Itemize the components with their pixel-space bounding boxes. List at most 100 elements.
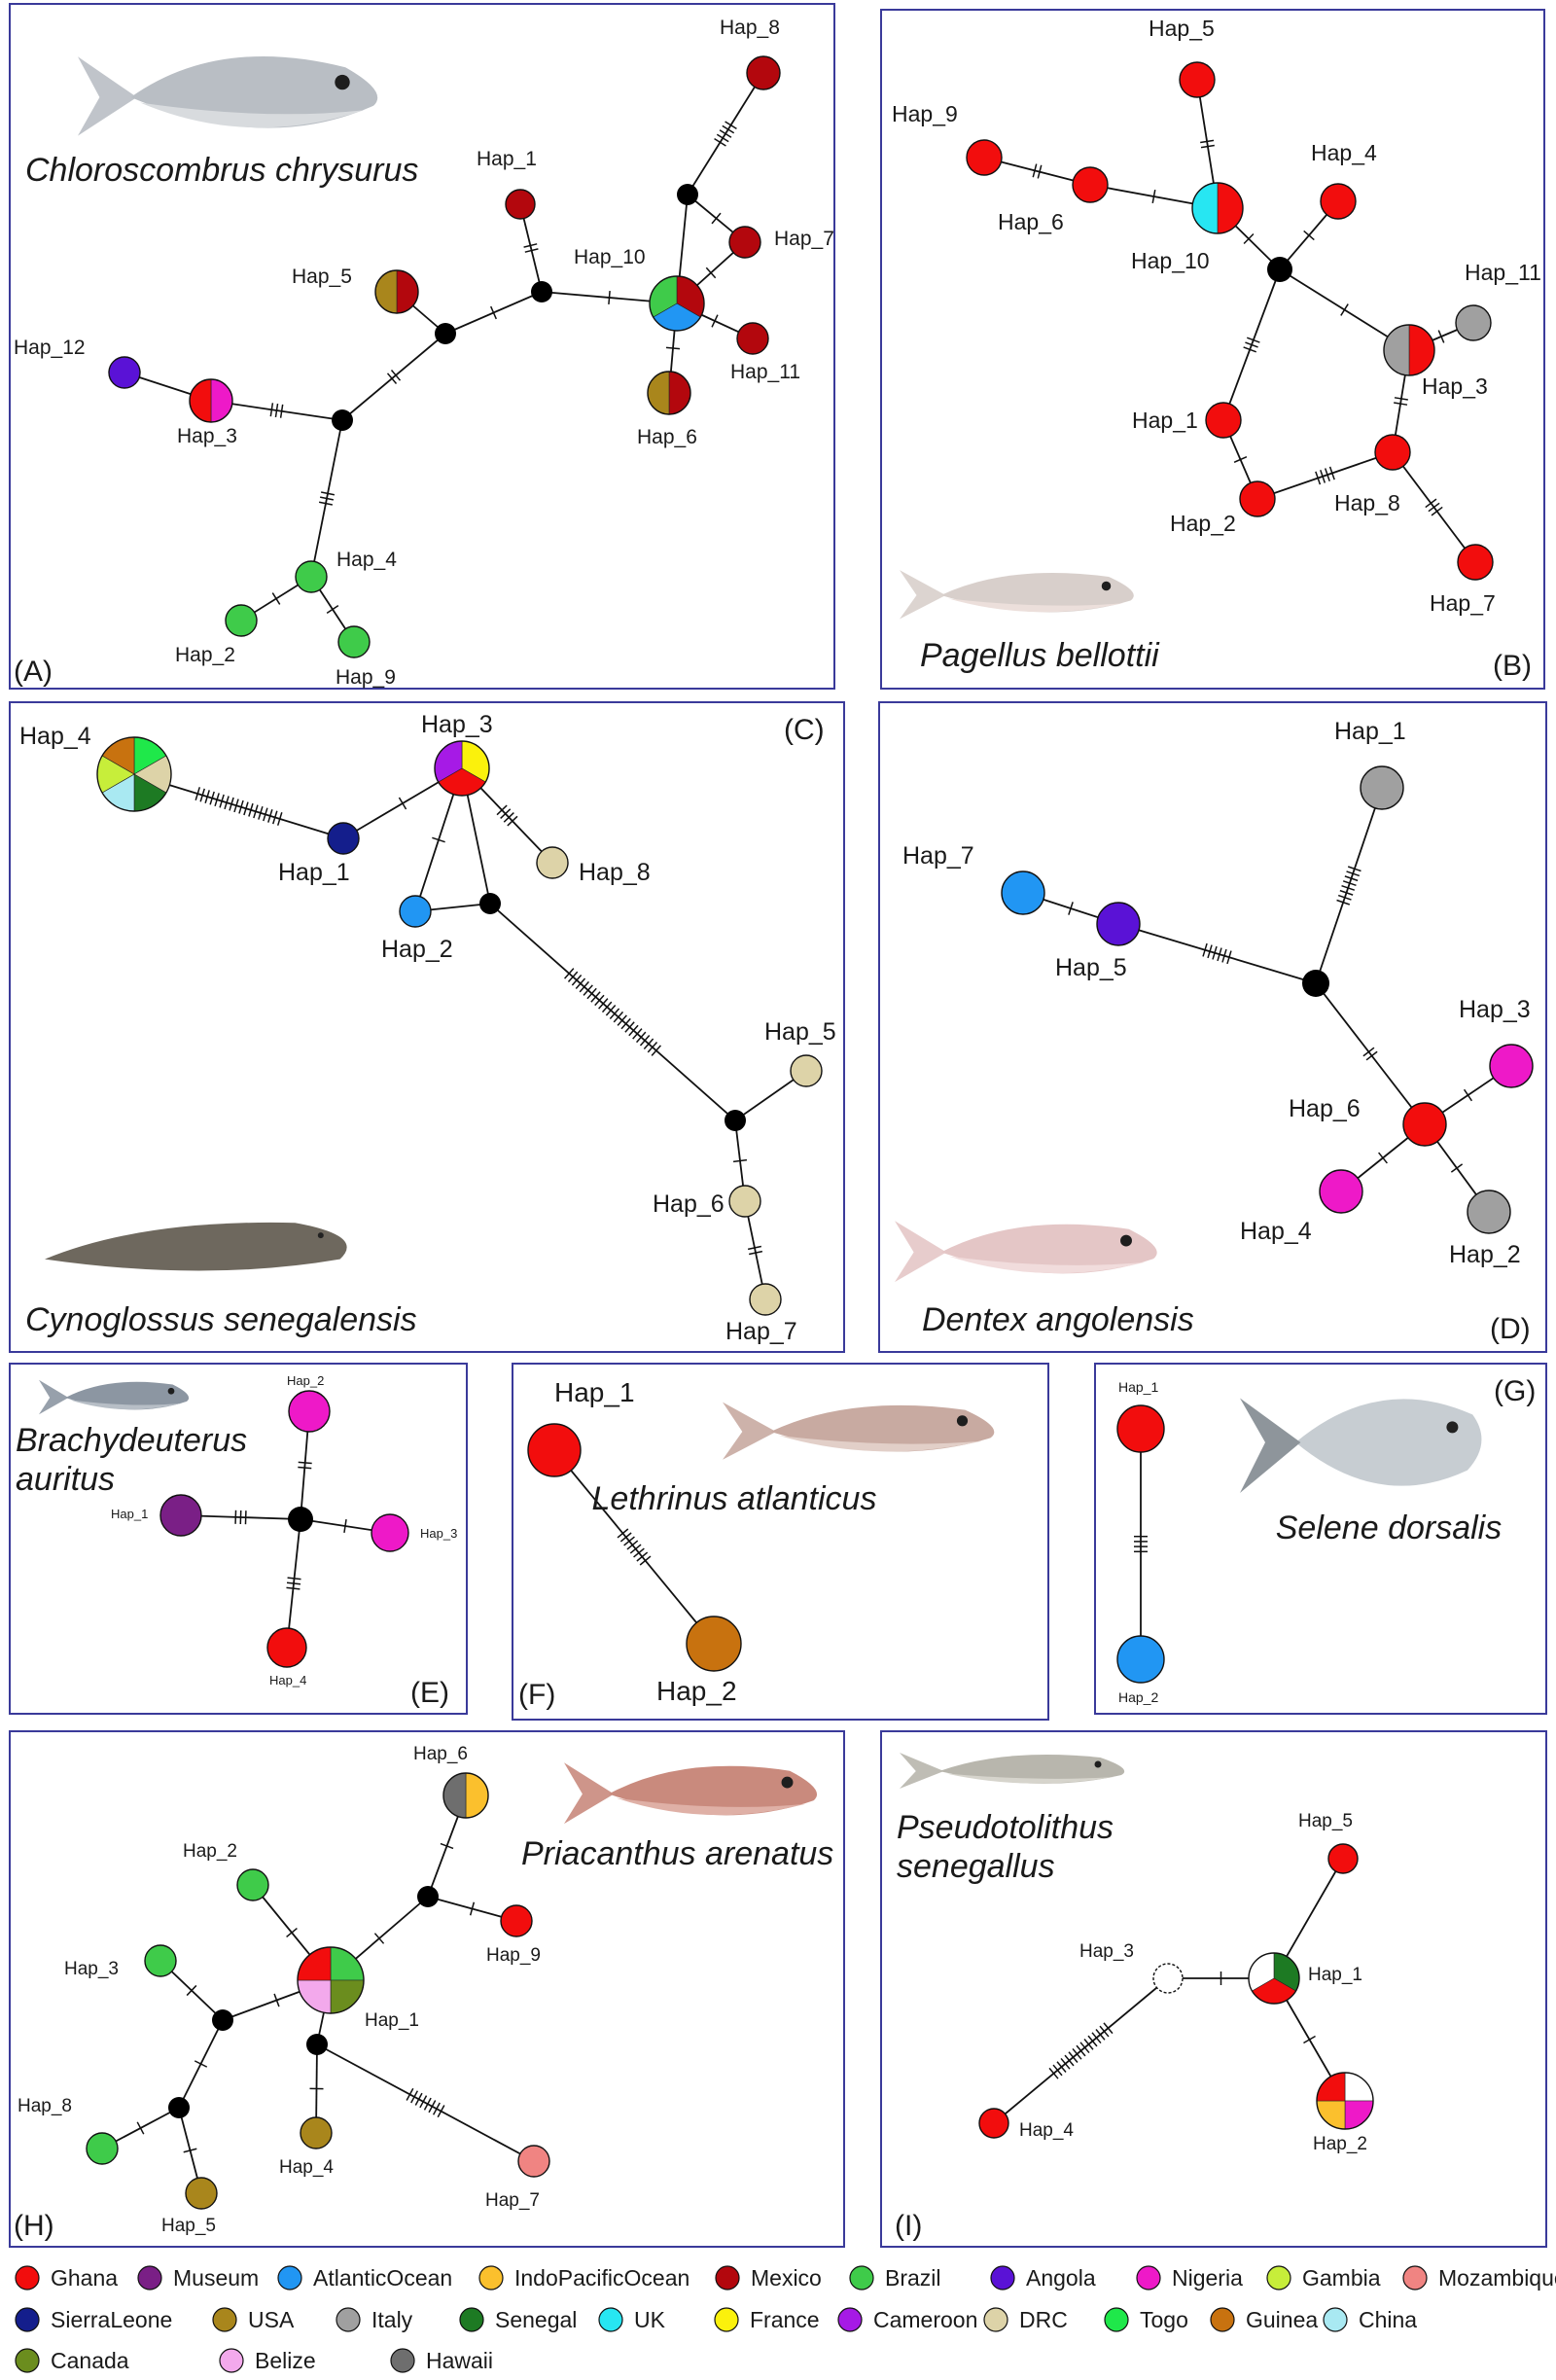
mutation-tick xyxy=(1233,456,1248,463)
mutation-tick xyxy=(287,1577,301,1581)
haplotype-node xyxy=(1248,1952,1300,2005)
haplotype-node xyxy=(86,2132,119,2165)
mutation-tick xyxy=(1337,894,1352,901)
mutation-tick xyxy=(419,2095,428,2109)
mutation-tick xyxy=(629,1544,642,1554)
haplotype-node xyxy=(1320,183,1357,220)
network-edge xyxy=(993,1977,1169,2124)
panel-d: Hap_1Hap_2Hap_3Hap_4Hap_5Hap_6Hap_7Dente… xyxy=(878,701,1547,1353)
median-vector-node xyxy=(1302,970,1329,997)
haplotype-label: Hap_2 xyxy=(183,1841,237,1862)
legend-swatch xyxy=(219,2348,244,2373)
haplotype-label: Hap_1 xyxy=(477,148,537,170)
mutation-tick xyxy=(432,2102,441,2115)
haplotype-node xyxy=(337,625,371,658)
mutation-tick xyxy=(719,129,732,138)
legend-item: Mozambique xyxy=(1402,2265,1556,2291)
legend-label: Cameroon xyxy=(873,2307,977,2332)
mutation-tick xyxy=(567,971,579,983)
mutation-tick xyxy=(711,212,722,225)
haplotype-label: Hap_4 xyxy=(1240,1218,1312,1245)
mutation-tick xyxy=(639,1035,651,1047)
mutation-tick xyxy=(598,998,609,1010)
network-edge xyxy=(310,419,343,578)
haplotype-label: Hap_4 xyxy=(279,2157,334,2178)
mutation-tick xyxy=(1320,469,1326,483)
mutation-tick xyxy=(590,991,601,1003)
panel-b: Hap_1Hap_2Hap_3Hap_4Hap_5Hap_6Hap_7Hap_8… xyxy=(880,9,1545,690)
haplotype-node xyxy=(1467,1190,1511,1234)
legend-label: Museum xyxy=(173,2265,259,2291)
mutation-tick xyxy=(632,1028,643,1040)
haplotype-label: Hap_1 xyxy=(1118,1379,1158,1395)
haplotype-label: Hap_1 xyxy=(1308,1965,1362,1985)
mutation-tick xyxy=(579,980,589,993)
haplotype-label: Hap_1 xyxy=(1334,718,1406,745)
mutation-tick xyxy=(1245,341,1258,348)
mutation-tick xyxy=(665,346,681,350)
haplotype-node xyxy=(1116,1404,1165,1453)
mutation-tick xyxy=(386,373,398,385)
mutation-tick xyxy=(1064,2054,1075,2067)
mutation-tick xyxy=(1202,942,1208,957)
haplotype-node xyxy=(442,1772,489,1819)
mutation-tick xyxy=(1324,468,1330,482)
legend-item: Senegal xyxy=(459,2307,577,2332)
panel-i: Hap_1Hap_2Hap_3Hap_4Hap_5Pseudotolithuss… xyxy=(880,1730,1547,2248)
median-vector-node xyxy=(435,323,456,344)
network-edge xyxy=(210,400,343,421)
species-name: Selene dorsalis xyxy=(1276,1510,1502,1546)
median-vector-node xyxy=(479,893,501,914)
mutation-tick xyxy=(1315,471,1322,485)
legend-swatch xyxy=(212,2307,237,2332)
mutation-tick xyxy=(749,1250,763,1256)
haplotype-node xyxy=(1489,1044,1534,1088)
haplotype-node xyxy=(225,604,258,637)
haplotype-node xyxy=(1455,304,1492,341)
mutation-tick xyxy=(1243,232,1255,245)
mutation-tick xyxy=(286,1581,301,1585)
mutation-tick xyxy=(747,1245,761,1251)
fish-photo-f xyxy=(723,1402,995,1460)
mutation-tick xyxy=(1099,2025,1110,2038)
mutation-tick xyxy=(1207,944,1213,959)
network-edge xyxy=(1117,923,1317,984)
haplotype-label: Hap_4 xyxy=(19,723,91,750)
mutation-tick xyxy=(440,1842,454,1850)
legend-swatch xyxy=(837,2307,863,2332)
haplotype-node xyxy=(790,1054,823,1087)
mutation-tick xyxy=(1450,1163,1464,1173)
legend-item: Angola xyxy=(990,2265,1096,2291)
species-name: Chloroscombrus chrysurus xyxy=(25,152,418,189)
network-edge xyxy=(178,2019,224,2109)
mutation-tick xyxy=(575,977,586,989)
mutation-tick xyxy=(613,1011,624,1023)
legend-label: IndoPacificOcean xyxy=(514,2265,690,2291)
haplotype-label: Hap_7 xyxy=(1430,590,1496,616)
haplotype-node xyxy=(96,736,172,812)
mutation-tick xyxy=(628,1024,639,1037)
mutation-tick xyxy=(321,491,336,496)
network-edge xyxy=(553,1449,715,1645)
haplotype-node xyxy=(686,1616,742,1672)
mutation-tick xyxy=(194,2060,208,2068)
legend-label: Canada xyxy=(51,2348,129,2373)
mutation-tick xyxy=(183,2148,197,2153)
haplotype-label: Hap_1 xyxy=(278,859,350,886)
haplotype-label: Hap_5 xyxy=(292,266,352,288)
legend-item: Gambia xyxy=(1266,2265,1381,2291)
haplotype-label: Hap_6 xyxy=(413,1744,468,1764)
mutation-tick xyxy=(1394,402,1408,406)
mutation-tick xyxy=(716,133,729,143)
median-vector-node xyxy=(288,1507,313,1532)
legend-item: Belize xyxy=(219,2348,316,2373)
mutation-tick xyxy=(390,369,402,381)
mutation-tick xyxy=(209,791,215,805)
mutation-tick xyxy=(722,124,735,134)
haplotype-label: Hap_1 xyxy=(365,2010,419,2031)
haplotype-label: Hap_11 xyxy=(730,361,800,383)
legend-label: Togo xyxy=(1140,2307,1188,2332)
legend-label: Brazil xyxy=(885,2265,941,2291)
